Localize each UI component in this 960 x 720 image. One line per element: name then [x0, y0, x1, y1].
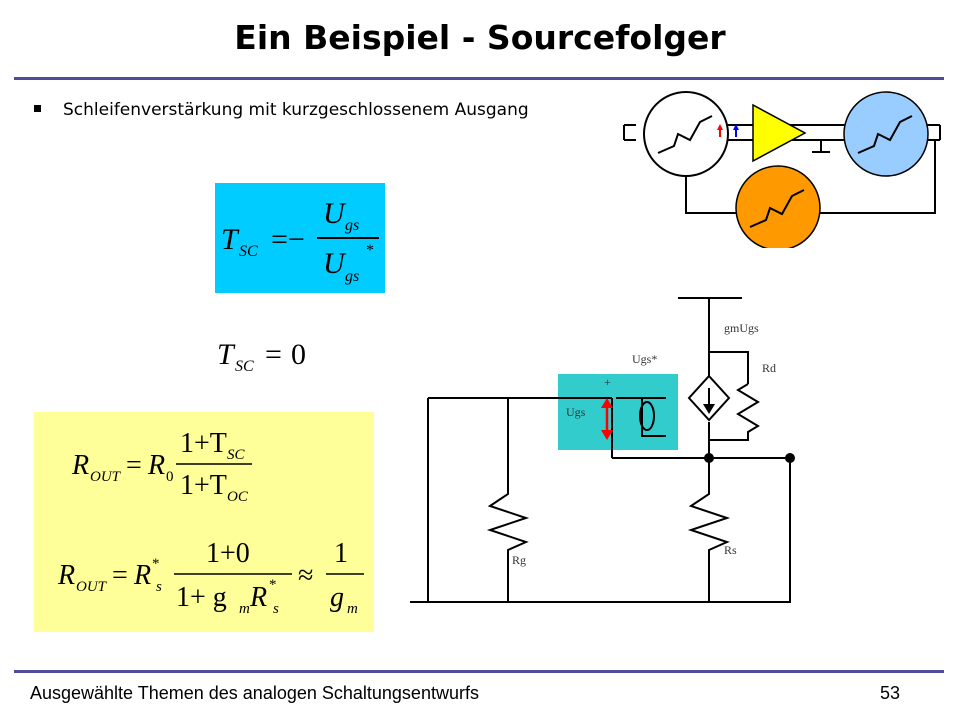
red-arrow-head-icon: [717, 124, 723, 130]
junction-dot: [704, 453, 714, 463]
amplifier-triangle-icon: [752, 103, 807, 163]
rout2-den-b-sub: s: [273, 601, 279, 617]
label-rg: Rg: [512, 553, 526, 567]
ugs-arrow-down-icon: [601, 430, 613, 440]
formula-lhs: T: [221, 223, 240, 256]
formula-lhs-sub: SC: [239, 243, 258, 260]
footer-rule: [14, 670, 944, 673]
formula-rhs: 0: [291, 338, 306, 371]
rout2-rs: R: [133, 560, 151, 591]
loop-circle-orange: [735, 165, 821, 248]
rout-den: 1+T: [180, 470, 227, 501]
formula-equals: =: [265, 338, 282, 371]
formula-rout-bg: [34, 412, 374, 632]
rg-resistor: [486, 398, 530, 602]
bottom-rail: [410, 580, 709, 603]
formula-tsc-zero: T SC = 0: [217, 338, 306, 375]
formula-lhs-sub: SC: [235, 358, 254, 375]
resistor-symbol-icon: [657, 115, 713, 154]
loop-left-terminal: [623, 124, 636, 141]
formula-den-sup: *: [366, 242, 374, 259]
rout2-lhs: R: [57, 560, 75, 591]
ugs-arrow-up-icon: [601, 398, 613, 408]
rout2-lhs-sub: OUT: [76, 579, 108, 595]
rout-den-sub: OC: [227, 489, 249, 505]
rout-r0: R: [147, 450, 165, 481]
junction-dot: [785, 453, 795, 463]
rd-top-wire: [709, 351, 749, 384]
bullet-text: Schleifenverstärkung mit kurzgeschlossen…: [63, 100, 529, 120]
formula-num: U: [323, 197, 347, 230]
formula-lhs: T: [217, 338, 236, 371]
rs-resistor: [687, 458, 731, 602]
label-rd: Rd: [762, 361, 776, 375]
rout-num: 1+T: [180, 428, 227, 459]
ugs-highlight-box: [558, 374, 678, 450]
resistor-symbol-icon: [857, 115, 913, 154]
rout2-rs-sub: s: [156, 579, 162, 595]
rout2-den-a-sub: m: [239, 601, 250, 617]
rout2-equals: =: [112, 560, 128, 591]
rout2-den-b: R: [249, 582, 267, 613]
ugs-star-wire-bottom: [641, 398, 666, 437]
formula-den: U: [323, 247, 347, 280]
label-ugs-star: Ugs*: [632, 352, 657, 366]
rout-r0-sub: 0: [166, 469, 174, 485]
source-arrow-head-icon: [703, 404, 715, 414]
label-plus: +: [604, 375, 611, 389]
rout2-num: 1+0: [206, 538, 250, 569]
rout-num-sub: SC: [227, 447, 246, 463]
loop-circle-white: [643, 91, 729, 177]
formula-num-sub: gs: [345, 217, 359, 234]
label-rs: Rs: [724, 543, 737, 557]
title-rule: [14, 77, 944, 80]
rout2-num2: 1: [334, 538, 348, 569]
rd-resistor: [709, 383, 760, 441]
label-gmugs: gmUgs: [724, 321, 759, 335]
rout-lhs: R: [71, 450, 89, 481]
rout2-den-a: 1+ g: [176, 582, 227, 613]
label-ugs: Ugs: [566, 405, 586, 419]
rout-equals: =: [126, 450, 142, 481]
rout2-rs-sup: *: [152, 556, 160, 572]
page-number: 53: [880, 683, 901, 703]
formula-equals: =−: [271, 223, 305, 256]
ugs-star-source-icon: [639, 401, 655, 431]
resistor-symbol-icon: [749, 189, 805, 228]
rout2-den-b-sup: *: [269, 577, 277, 593]
rout-lhs-sub: OUT: [90, 469, 122, 485]
source-node-wire: [612, 457, 791, 603]
slide-title: Ein Beispiel - Sourcefolger: [234, 18, 726, 57]
rout2-den2: g: [330, 582, 344, 613]
blue-arrow-head-icon: [733, 124, 739, 130]
loop-circle-blue: [843, 91, 929, 177]
formula-tsc-ratio: T SC =− U gs U gs *: [215, 183, 385, 293]
rout2-den2-sub: m: [347, 601, 358, 617]
bullet-item: Schleifenverstärkung mit kurzgeschlossen…: [34, 100, 529, 120]
formula-den-sub: gs: [345, 268, 359, 285]
rout2-approx: ≈: [298, 560, 313, 591]
amp-ground: [812, 140, 830, 153]
square-bullet-icon: [34, 104, 41, 112]
loop-diagram: [623, 91, 941, 248]
formula-rout-box: R OUT = R 0 1+T SC 1+T OC R OUT = R * s …: [34, 412, 374, 632]
footer-title: Ausgewählte Themen des analogen Schaltun…: [30, 683, 479, 703]
small-signal-circuit: gmUgs Ugs* + Ugs Rd Rg Rs: [410, 297, 795, 603]
